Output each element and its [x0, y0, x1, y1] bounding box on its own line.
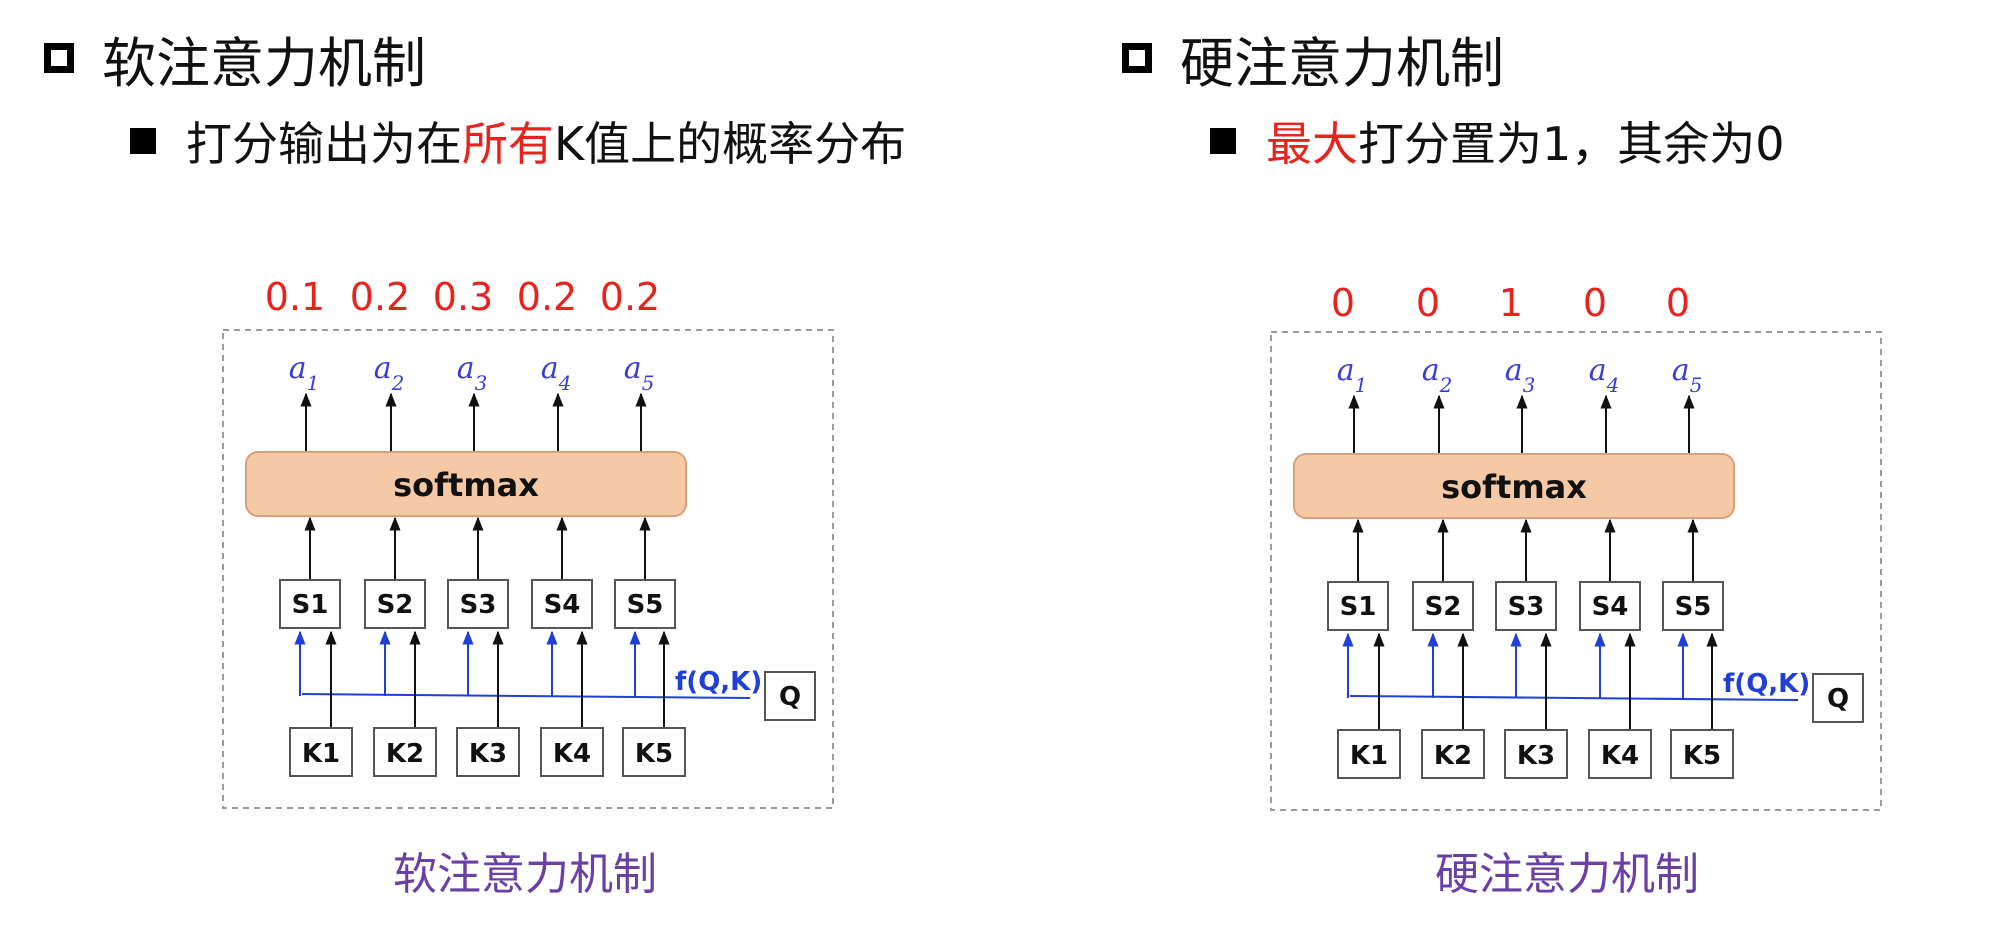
- hard-k-box-2: [1421, 729, 1485, 779]
- soft-k-box-1: [289, 727, 353, 777]
- soft-softmax-label: softmax: [393, 466, 539, 504]
- bullet-soft-before: 打分输出为在: [186, 117, 462, 171]
- caption-hard: 硬注意力机制: [1435, 849, 1699, 900]
- soft-s-label-5: S5: [627, 590, 664, 620]
- soft-k-box-2: [373, 727, 437, 777]
- heading-soft-text: 软注意力机制: [102, 31, 426, 95]
- soft-q-label: Q: [779, 682, 801, 712]
- heading-soft: 软注意力机制: [44, 18, 426, 98]
- soft-k-label-5: K5: [635, 739, 673, 769]
- hard-score-1: 0: [1331, 281, 1355, 325]
- soft-fqk-line: [301, 693, 751, 699]
- soft-score-2: 0.2: [350, 275, 410, 319]
- bullet-hard-highlight: 最大: [1266, 117, 1358, 171]
- soft-k-label-2: K2: [386, 739, 424, 769]
- heading-hard-text: 硬注意力机制: [1180, 31, 1504, 95]
- soft-fqk-label: f(Q,K): [675, 667, 762, 697]
- hard-q-label: Q: [1827, 684, 1849, 714]
- hard-softmax-box: [1293, 453, 1735, 519]
- caption-soft: 软注意力机制: [393, 849, 657, 900]
- hard-k-box-5: [1670, 729, 1734, 779]
- hard-s-label-5: S5: [1675, 592, 1712, 622]
- soft-alpha-5: a5: [624, 351, 655, 395]
- hard-k-label-2: K2: [1434, 741, 1472, 771]
- soft-score-5: 0.2: [600, 275, 660, 319]
- bullet-hard: 最大打分置为1，其余为0: [1210, 108, 1785, 174]
- hard-k-label-3: K3: [1517, 741, 1555, 771]
- soft-alpha-1: a1: [289, 351, 320, 395]
- soft-s-label-4: S4: [544, 590, 581, 620]
- bullet-hard-text: 最大打分置为1，其余为0: [1266, 108, 1785, 174]
- hard-s-label-4: S4: [1592, 592, 1629, 622]
- soft-score-4: 0.2: [517, 275, 577, 319]
- soft-dashed-frame: [222, 329, 834, 809]
- hard-softmax-label: softmax: [1441, 468, 1587, 506]
- hard-s-box-1: [1327, 581, 1389, 631]
- soft-s-box-3: [447, 579, 509, 629]
- hard-s-label-1: S1: [1340, 592, 1377, 622]
- hard-s-label-3: S3: [1508, 592, 1545, 622]
- hard-s-box-4: [1579, 581, 1641, 631]
- soft-score-3: 0.3: [433, 275, 493, 319]
- hard-s-label-2: S2: [1425, 592, 1462, 622]
- filled-square-bullet-icon: [130, 128, 156, 154]
- soft-s-box-1: [279, 579, 341, 629]
- soft-s-label-1: S1: [292, 590, 329, 620]
- bullet-soft-after: K值上的概率分布: [554, 117, 907, 171]
- hard-fqk-line: [1349, 695, 1799, 701]
- soft-softmax-box: [245, 451, 687, 517]
- hard-k-label-1: K1: [1350, 741, 1388, 771]
- hard-k-box-1: [1337, 729, 1401, 779]
- soft-k-label-4: K4: [553, 739, 591, 769]
- soft-k-box-4: [540, 727, 604, 777]
- hard-k-box-4: [1588, 729, 1652, 779]
- hard-k-label-4: K4: [1601, 741, 1639, 771]
- soft-s-box-2: [364, 579, 426, 629]
- hard-alpha-2: a2: [1422, 353, 1453, 397]
- soft-k-label-1: K1: [302, 739, 340, 769]
- soft-k-label-3: K3: [469, 739, 507, 769]
- hard-k-box-3: [1504, 729, 1568, 779]
- soft-s-box-4: [531, 579, 593, 629]
- hard-k-label-5: K5: [1683, 741, 1721, 771]
- soft-k-box-5: [622, 727, 686, 777]
- hard-score-4: 0: [1583, 281, 1607, 325]
- heading-hard: 硬注意力机制: [1122, 18, 1504, 98]
- hard-fqk-label: f(Q,K): [1723, 669, 1810, 699]
- hard-dashed-frame: [1270, 331, 1882, 811]
- soft-s-label-3: S3: [460, 590, 497, 620]
- bullet-soft: 打分输出为在所有K值上的概率分布: [130, 108, 906, 174]
- hard-alpha-5: a5: [1672, 353, 1703, 397]
- filled-square-bullet-icon: [1210, 128, 1236, 154]
- hard-s-box-2: [1412, 581, 1474, 631]
- hard-score-3: 1: [1499, 281, 1523, 325]
- hard-alpha-4: a4: [1589, 353, 1620, 397]
- soft-score-1: 0.1: [265, 275, 325, 319]
- soft-k-box-3: [456, 727, 520, 777]
- bullet-soft-text: 打分输出为在所有K值上的概率分布: [186, 108, 906, 174]
- soft-s-label-2: S2: [377, 590, 414, 620]
- hard-s-box-3: [1495, 581, 1557, 631]
- soft-alpha-2: a2: [374, 351, 405, 395]
- hard-q-box: [1812, 673, 1864, 723]
- soft-alpha-4: a4: [541, 351, 572, 395]
- hard-alpha-1: a1: [1337, 353, 1368, 397]
- soft-q-box: [764, 671, 816, 721]
- hard-score-2: 0: [1416, 281, 1440, 325]
- soft-alpha-3: a3: [457, 351, 488, 395]
- bullet-soft-highlight: 所有: [462, 117, 554, 171]
- hard-alpha-3: a3: [1505, 353, 1536, 397]
- soft-s-box-5: [614, 579, 676, 629]
- hard-s-box-5: [1662, 581, 1724, 631]
- hollow-square-bullet-icon: [44, 43, 74, 73]
- hollow-square-bullet-icon: [1122, 43, 1152, 73]
- hard-score-5: 0: [1666, 281, 1690, 325]
- bullet-hard-after: 打分置为1，其余为0: [1358, 117, 1785, 171]
